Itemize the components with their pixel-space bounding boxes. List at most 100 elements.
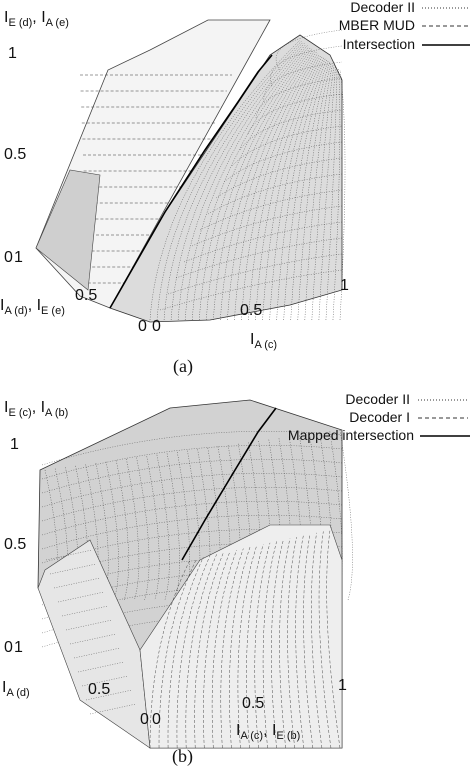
- mesh-line-b: [217, 446, 231, 601]
- left-axis-label-a: IA (d), IE (e): [0, 297, 65, 317]
- mesh-line-a: [184, 45, 308, 321]
- mesh-line-b: [166, 453, 180, 601]
- hatch-line-b: [295, 535, 305, 749]
- left-tick-1-b: 1: [14, 639, 23, 656]
- mber-mud-hatch-a: [80, 74, 232, 284]
- mesh-line-a: [199, 47, 311, 321]
- right-tick-0-a: 0: [152, 318, 161, 335]
- decoder-ii-front-a: [35, 169, 101, 291]
- surface-b: [37, 399, 353, 749]
- mesh-line-a: [177, 44, 307, 321]
- hatch-line-b: [53, 577, 101, 589]
- hatch-line-b: [318, 531, 332, 749]
- mesh-line-a: [283, 61, 329, 321]
- mesh-line-b: [339, 429, 353, 601]
- mesh-line-a: [207, 173, 343, 215]
- hatch-line-b: [57, 591, 105, 603]
- caption-a: (a): [173, 356, 193, 377]
- hatch-line-b: [185, 554, 217, 749]
- legend-b-entry-mapped-intersection: Mapped intersection: [288, 427, 414, 443]
- hatch-line-b: [158, 558, 197, 749]
- hatch-line-b: [262, 541, 277, 749]
- mesh-line-a: [213, 49, 314, 321]
- hatch-line-b: [89, 703, 137, 715]
- hatch-line-b: [167, 557, 204, 749]
- legend-a-entry-intersection: Intersection: [343, 36, 415, 52]
- mesh-line-a: [248, 55, 321, 321]
- hatch-line-b: [279, 538, 291, 749]
- hatch-line-b: [254, 542, 271, 749]
- mesh-line-a: [175, 237, 343, 279]
- mesh-line-a: [297, 63, 332, 321]
- mber-mud-surface-a: [35, 19, 271, 309]
- hatch-line-b: [229, 547, 251, 749]
- mesh-line-b: [136, 457, 150, 601]
- hatch-line-b: [77, 661, 125, 673]
- mesh-line-a: [270, 45, 343, 87]
- mesh-line-a: [269, 58, 326, 321]
- mesh-line-a: [262, 57, 324, 321]
- mesh-line-a: [191, 205, 343, 247]
- mesh-line-a: [318, 66, 336, 321]
- hatch-line-b: [149, 559, 191, 749]
- z-axis-label-a: IE (d), IA (e): [4, 9, 69, 29]
- left-axis-label-b: IA (d): [2, 679, 30, 699]
- intersection-curve-a: [109, 54, 273, 309]
- legend-b: Decoder II Decoder I Mapped intersection: [288, 391, 470, 443]
- z-tick-05-b: 0.5: [4, 536, 26, 553]
- mesh-line-b: [85, 464, 99, 601]
- z-tick-1-b: 1: [10, 436, 19, 453]
- right-tick-1-a: 1: [340, 277, 349, 294]
- right-tick-05-b: 0.5: [242, 695, 264, 712]
- legend-a-entry-decoder-ii: Decoder II: [350, 0, 415, 15]
- z-tick-1-a: 1: [8, 45, 17, 62]
- mesh-line-a: [170, 43, 305, 321]
- hatch-line-b: [85, 689, 133, 701]
- mesh-line-a: [167, 253, 343, 295]
- right-axis-label-b: IA (c), IE (b): [236, 722, 300, 742]
- mesh-line-a: [227, 52, 317, 321]
- mesh-line-a: [304, 64, 333, 321]
- panel-b: Decoder II Decoder I Mapped intersection…: [2, 391, 470, 767]
- decoder-i-lower-surface-b: [139, 524, 343, 749]
- hatch-line-b: [220, 548, 244, 749]
- legend-a: Decoder II MBER MUD Intersection: [339, 0, 470, 52]
- decoder-i-hatch-b: [45, 529, 341, 749]
- hatch-line-b: [311, 532, 323, 749]
- decoder-ii-surface-a: [109, 34, 343, 323]
- left-tick-0-a: 0: [138, 318, 147, 335]
- hatch-line-b: [73, 647, 121, 659]
- mesh-line-b: [115, 460, 129, 601]
- mesh-line-a: [156, 40, 302, 321]
- mesh-line-a: [234, 53, 318, 321]
- hatch-line-b: [271, 539, 284, 749]
- hatch-line-b: [61, 605, 109, 617]
- mesh-line-a: [215, 157, 343, 199]
- mesh-line-b: [65, 467, 79, 601]
- hatch-line-b: [203, 551, 231, 749]
- hatch-line-b: [246, 544, 264, 749]
- right-axis-label-a: IA (c): [250, 331, 277, 351]
- mesh-line-b: [156, 454, 170, 601]
- hatch-line-b: [49, 563, 97, 575]
- mesh-line-b: [187, 450, 201, 601]
- mesh-line-a: [263, 61, 343, 103]
- hatch-line-b: [176, 555, 211, 749]
- left-tick-05-a: 0.5: [75, 287, 97, 304]
- z-tick-0-a: 0: [4, 249, 13, 266]
- mesh-line-a: [325, 67, 338, 321]
- hatch-line-b: [194, 552, 224, 749]
- mesh-line-a: [206, 48, 313, 321]
- surface-a: [35, 19, 346, 323]
- panel-a: Decoder II MBER MUD Intersection IE (d),…: [0, 0, 470, 377]
- legend-b-entry-decoder-i: Decoder I: [349, 409, 410, 425]
- decoder-ii-mesh-a: [149, 29, 346, 321]
- mesh-line-a: [220, 50, 315, 321]
- caption-b: (b): [172, 746, 193, 767]
- hatch-line-b: [65, 619, 113, 631]
- z-tick-05-a: 0.5: [4, 146, 26, 163]
- left-tick-05-b: 0.5: [88, 681, 110, 698]
- mesh-line-b: [146, 456, 160, 601]
- hatch-line-b: [81, 675, 129, 687]
